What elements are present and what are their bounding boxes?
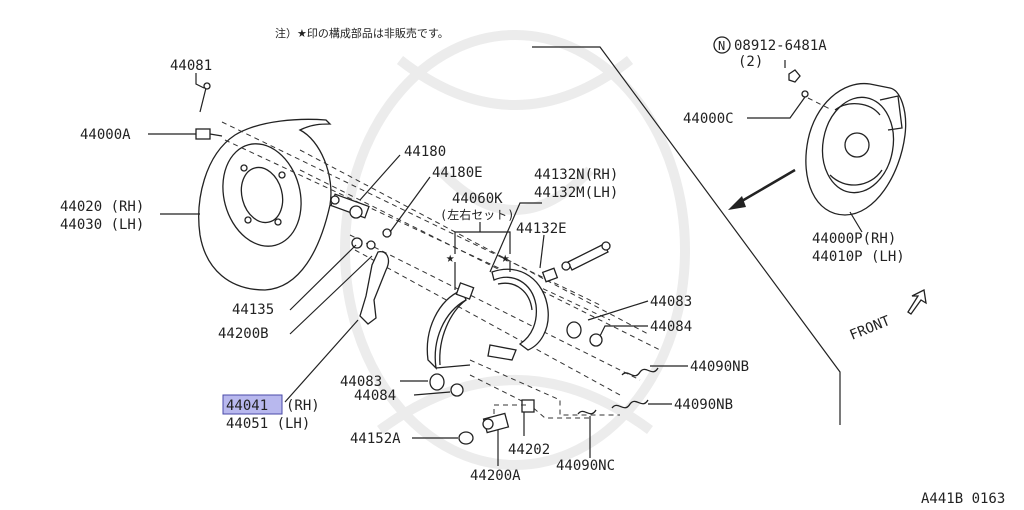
label-44132n: 44132N(RH) bbox=[534, 167, 618, 183]
leader-44132e bbox=[539, 234, 545, 269]
label-44000p: 44000P(RH) bbox=[812, 231, 896, 247]
label-44180e: 44180E bbox=[432, 165, 483, 181]
highlight-44041 bbox=[222, 394, 283, 415]
assembly-line-2 bbox=[224, 139, 611, 321]
cup-44084-left bbox=[450, 383, 464, 397]
label-44083-left: 44083 bbox=[340, 374, 382, 390]
nut-08912 bbox=[788, 69, 801, 83]
note-not-sold: 注）★印の構成部品は非販売です。 bbox=[275, 26, 449, 40]
bracket-44060k bbox=[454, 231, 511, 254]
leader-44000c bbox=[747, 96, 806, 119]
label-44051: 44051 (LH) bbox=[226, 416, 310, 432]
label-44041-side: (RH) bbox=[286, 398, 320, 414]
leader-44083-right bbox=[587, 300, 649, 321]
label-44090nb-bottom: 44090NB bbox=[674, 397, 733, 413]
return-spring-44090nb-top bbox=[621, 367, 659, 377]
brake-shoe-front bbox=[426, 282, 475, 370]
assembly-line-8 bbox=[469, 374, 590, 419]
washer-44135 bbox=[351, 237, 363, 249]
circled-n-letter: N bbox=[718, 39, 725, 53]
leader-44000p bbox=[849, 211, 863, 233]
label-44180: 44180 bbox=[404, 144, 446, 160]
spring-44083-left bbox=[429, 373, 445, 391]
backing-plate-left bbox=[198, 118, 332, 291]
leader-44081 bbox=[195, 73, 205, 89]
leader-44180e bbox=[389, 176, 431, 233]
bolt-44081 bbox=[199, 82, 211, 113]
assembly-line-5 bbox=[349, 234, 641, 381]
label-44090nb-top: 44090NB bbox=[690, 359, 749, 375]
label-44020: 44020 (RH) bbox=[60, 199, 144, 215]
spring-44090nc bbox=[577, 409, 597, 415]
circled-n-symbol bbox=[713, 36, 731, 54]
leader-44180 bbox=[359, 154, 401, 201]
backing-plate-assembly-right bbox=[805, 82, 907, 216]
spring-44132e bbox=[541, 267, 559, 283]
leader-44132n bbox=[489, 202, 542, 273]
leader-44135 bbox=[289, 244, 357, 311]
washer-44180e bbox=[366, 240, 376, 250]
star-marker-1: ★ bbox=[446, 250, 455, 266]
leader-44084-left bbox=[413, 391, 451, 396]
label-44132e: 44132E bbox=[516, 221, 567, 237]
star-marker-2: ★ bbox=[501, 250, 510, 266]
watermark-emblem bbox=[340, 30, 690, 470]
brake-shoe-rear bbox=[487, 268, 549, 361]
label-44132m: 44132M(LH) bbox=[534, 185, 618, 201]
bleeder-44202 bbox=[521, 399, 535, 413]
label-front: FRONT bbox=[848, 313, 894, 344]
cylinder-44200a bbox=[482, 412, 510, 434]
assembly-line-right bbox=[807, 97, 833, 111]
leader-44200b bbox=[289, 255, 373, 335]
label-44060k: 44060K bbox=[452, 191, 503, 207]
front-arrow-icon bbox=[907, 289, 927, 315]
label-44090nc: 44090NC bbox=[556, 458, 615, 474]
adjuster-44180 bbox=[330, 193, 370, 219]
assembly-line-1 bbox=[221, 121, 601, 306]
label-44081: 44081 bbox=[170, 58, 212, 74]
direction-arrow bbox=[734, 168, 796, 207]
label-44010p: 44010P (LH) bbox=[812, 249, 905, 265]
washer-44180e-2 bbox=[382, 228, 392, 238]
label-44083-right: 44083 bbox=[650, 294, 692, 310]
diagram-reference: A441B 0163 bbox=[921, 491, 1005, 507]
direction-arrow-head bbox=[728, 196, 746, 210]
bolt-44000a bbox=[195, 128, 223, 140]
return-spring-44090nb-bottom bbox=[611, 399, 649, 409]
label-44041[interactable]: 44041 bbox=[226, 398, 268, 414]
label-44060k-set: (左右セット) bbox=[440, 207, 514, 222]
label-44135: 44135 bbox=[232, 302, 274, 318]
cap-44152a bbox=[458, 431, 474, 445]
label-44084-left: 44084 bbox=[354, 388, 396, 404]
label-44200b: 44200B bbox=[218, 326, 269, 342]
assembly-line-7 bbox=[469, 359, 620, 416]
assembly-line-3 bbox=[299, 149, 651, 336]
label-44000c: 44000C bbox=[683, 111, 734, 127]
strut-44132 bbox=[561, 241, 611, 271]
label-44030: 44030 (LH) bbox=[60, 217, 144, 233]
washer-08912 bbox=[801, 90, 809, 98]
spring-44083-right bbox=[566, 321, 582, 339]
lever-44200b bbox=[359, 251, 390, 325]
separator-line bbox=[532, 46, 841, 425]
label-08912-qty: (2) bbox=[738, 54, 763, 70]
assembly-line-6 bbox=[354, 249, 621, 396]
label-44202: 44202 bbox=[508, 442, 550, 458]
leader-44041 bbox=[284, 319, 359, 403]
cup-44084-right bbox=[589, 333, 603, 347]
label-44084-right: 44084 bbox=[650, 319, 692, 335]
label-08912: 08912-6481A bbox=[734, 38, 827, 54]
label-44200a: 44200A bbox=[470, 468, 521, 484]
assembly-line-9 bbox=[493, 404, 530, 414]
leader-44084-right bbox=[599, 325, 648, 337]
label-44000a: 44000A bbox=[80, 127, 131, 143]
label-44152a: 44152A bbox=[350, 431, 401, 447]
